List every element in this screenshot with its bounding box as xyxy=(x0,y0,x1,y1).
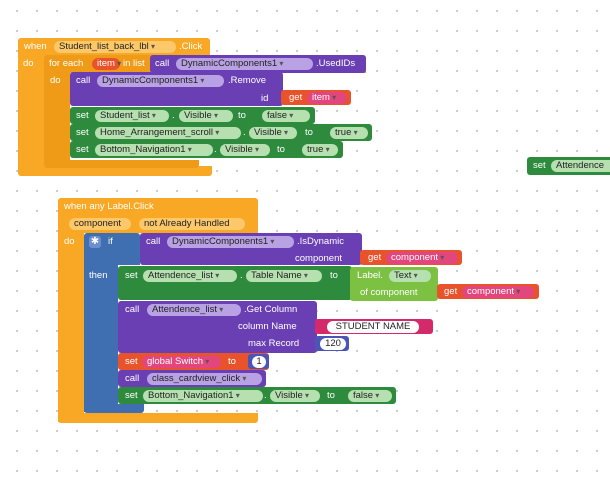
set-label: set xyxy=(125,270,138,281)
property-dropdown[interactable]: Visible xyxy=(249,127,297,139)
value-false-dropdown[interactable]: false xyxy=(348,390,392,402)
property-dropdown[interactable]: Visible xyxy=(220,144,270,156)
value-true-dropdown[interactable]: true xyxy=(302,144,338,156)
of-component-label: of component xyxy=(360,287,418,298)
dynamic-components-dropdown[interactable]: DynamicComponents1 xyxy=(167,236,294,248)
switch-value[interactable]: 1 xyxy=(252,356,266,368)
id-label: id xyxy=(261,93,269,104)
then-label: then xyxy=(89,270,108,281)
to-label: to xyxy=(238,110,246,121)
property-dropdown[interactable]: Visible xyxy=(179,110,233,122)
component-dropdown[interactable]: Bottom_Navigation1 xyxy=(143,390,263,402)
component-parameter[interactable]: component xyxy=(69,218,131,230)
gear-icon[interactable]: ✱ xyxy=(89,236,101,248)
if-label: if xyxy=(108,236,113,247)
for-each-footer xyxy=(44,160,199,168)
event-block-footer xyxy=(58,413,258,423)
column-value-text[interactable]: STUDENT NAME xyxy=(327,321,419,333)
component-dropdown[interactable]: Attendence_list xyxy=(147,304,241,316)
component-ref-dropdown[interactable]: component xyxy=(462,286,534,298)
set-label: set xyxy=(125,356,138,367)
max-record-value[interactable]: 120 xyxy=(320,338,346,350)
call-label: call xyxy=(146,236,161,247)
dot-label: . xyxy=(264,390,267,401)
value-true-dropdown[interactable]: true xyxy=(330,127,368,139)
when-label: when xyxy=(24,41,47,52)
component-dropdown[interactable]: Attendence xyxy=(551,160,610,172)
used-ids-label: .UsedIDs xyxy=(316,58,356,69)
global-variable-dropdown[interactable]: global Switch xyxy=(142,356,221,368)
dynamic-components-dropdown[interactable]: DynamicComponents1 xyxy=(176,58,313,70)
to-label: to xyxy=(277,144,285,155)
item-variable[interactable]: item xyxy=(92,58,120,70)
set-label: set xyxy=(533,160,546,171)
in-list-label: in list xyxy=(123,58,145,69)
set-label: set xyxy=(125,390,138,401)
column-name-label: column Name xyxy=(238,321,297,332)
event-block-body-rail xyxy=(58,232,84,422)
set-label: set xyxy=(76,110,89,121)
procedure-dropdown[interactable]: class_cardview_click xyxy=(147,373,262,385)
to-label: to xyxy=(228,356,236,367)
to-label: to xyxy=(327,390,335,401)
property-dropdown[interactable]: Visible xyxy=(270,390,320,402)
max-record-label: max Record xyxy=(248,338,300,349)
call-label: call xyxy=(155,58,170,69)
is-dynamic-label: .IsDynamic xyxy=(297,236,344,247)
for-each-rail xyxy=(44,72,70,162)
component-ref-dropdown[interactable]: component xyxy=(386,252,458,264)
component-dropdown[interactable]: Home_Arrangement_scroll xyxy=(95,127,241,139)
get-label: get xyxy=(444,286,458,297)
component-dropdown[interactable]: Bottom_Navigation1 xyxy=(95,144,213,156)
dynamic-components-dropdown[interactable]: DynamicComponents1 xyxy=(97,75,224,87)
do-label: do xyxy=(23,58,34,69)
event-label: .Click xyxy=(179,41,203,52)
text-property-dropdown[interactable]: Text xyxy=(389,270,431,282)
get-label: get xyxy=(368,252,382,263)
to-label: to xyxy=(305,127,313,138)
call-label: call xyxy=(125,373,140,384)
property-dropdown[interactable]: Table Name xyxy=(246,270,322,282)
for-each-label: for each xyxy=(49,58,84,69)
when-any-label: when any Label.Click xyxy=(64,201,154,212)
do-label: do xyxy=(64,236,75,247)
if-block-rail xyxy=(84,264,118,412)
dot-label: . xyxy=(172,110,175,121)
if-block-footer xyxy=(84,404,144,413)
component-dropdown[interactable]: Student_list_back_lbl xyxy=(54,41,176,53)
get-column-label: .Get Column xyxy=(244,304,298,315)
to-label: to xyxy=(330,270,338,281)
item-ref-dropdown[interactable]: item xyxy=(307,92,347,104)
event-block-footer xyxy=(18,166,212,176)
component-dropdown[interactable]: Attendence_list xyxy=(143,270,237,282)
set-label: set xyxy=(76,127,89,138)
dot-label: . xyxy=(214,144,217,155)
not-already-handled-parameter[interactable]: not Already Handled xyxy=(139,218,245,230)
call-label: call xyxy=(125,304,140,315)
value-false-dropdown[interactable]: false xyxy=(262,110,310,122)
component-socket-label: component xyxy=(295,253,343,264)
dot-label: . xyxy=(240,270,243,281)
component-dropdown[interactable]: Student_list xyxy=(95,110,169,122)
get-label: get xyxy=(289,92,303,103)
call-label: call xyxy=(76,75,91,86)
label-component-type: Label. xyxy=(357,270,383,281)
event-block-body-rail xyxy=(18,56,44,173)
set-label: set xyxy=(76,144,89,155)
do-label-2: do xyxy=(50,75,61,86)
remove-label: .Remove xyxy=(228,75,267,86)
dot-label: . xyxy=(243,127,246,138)
